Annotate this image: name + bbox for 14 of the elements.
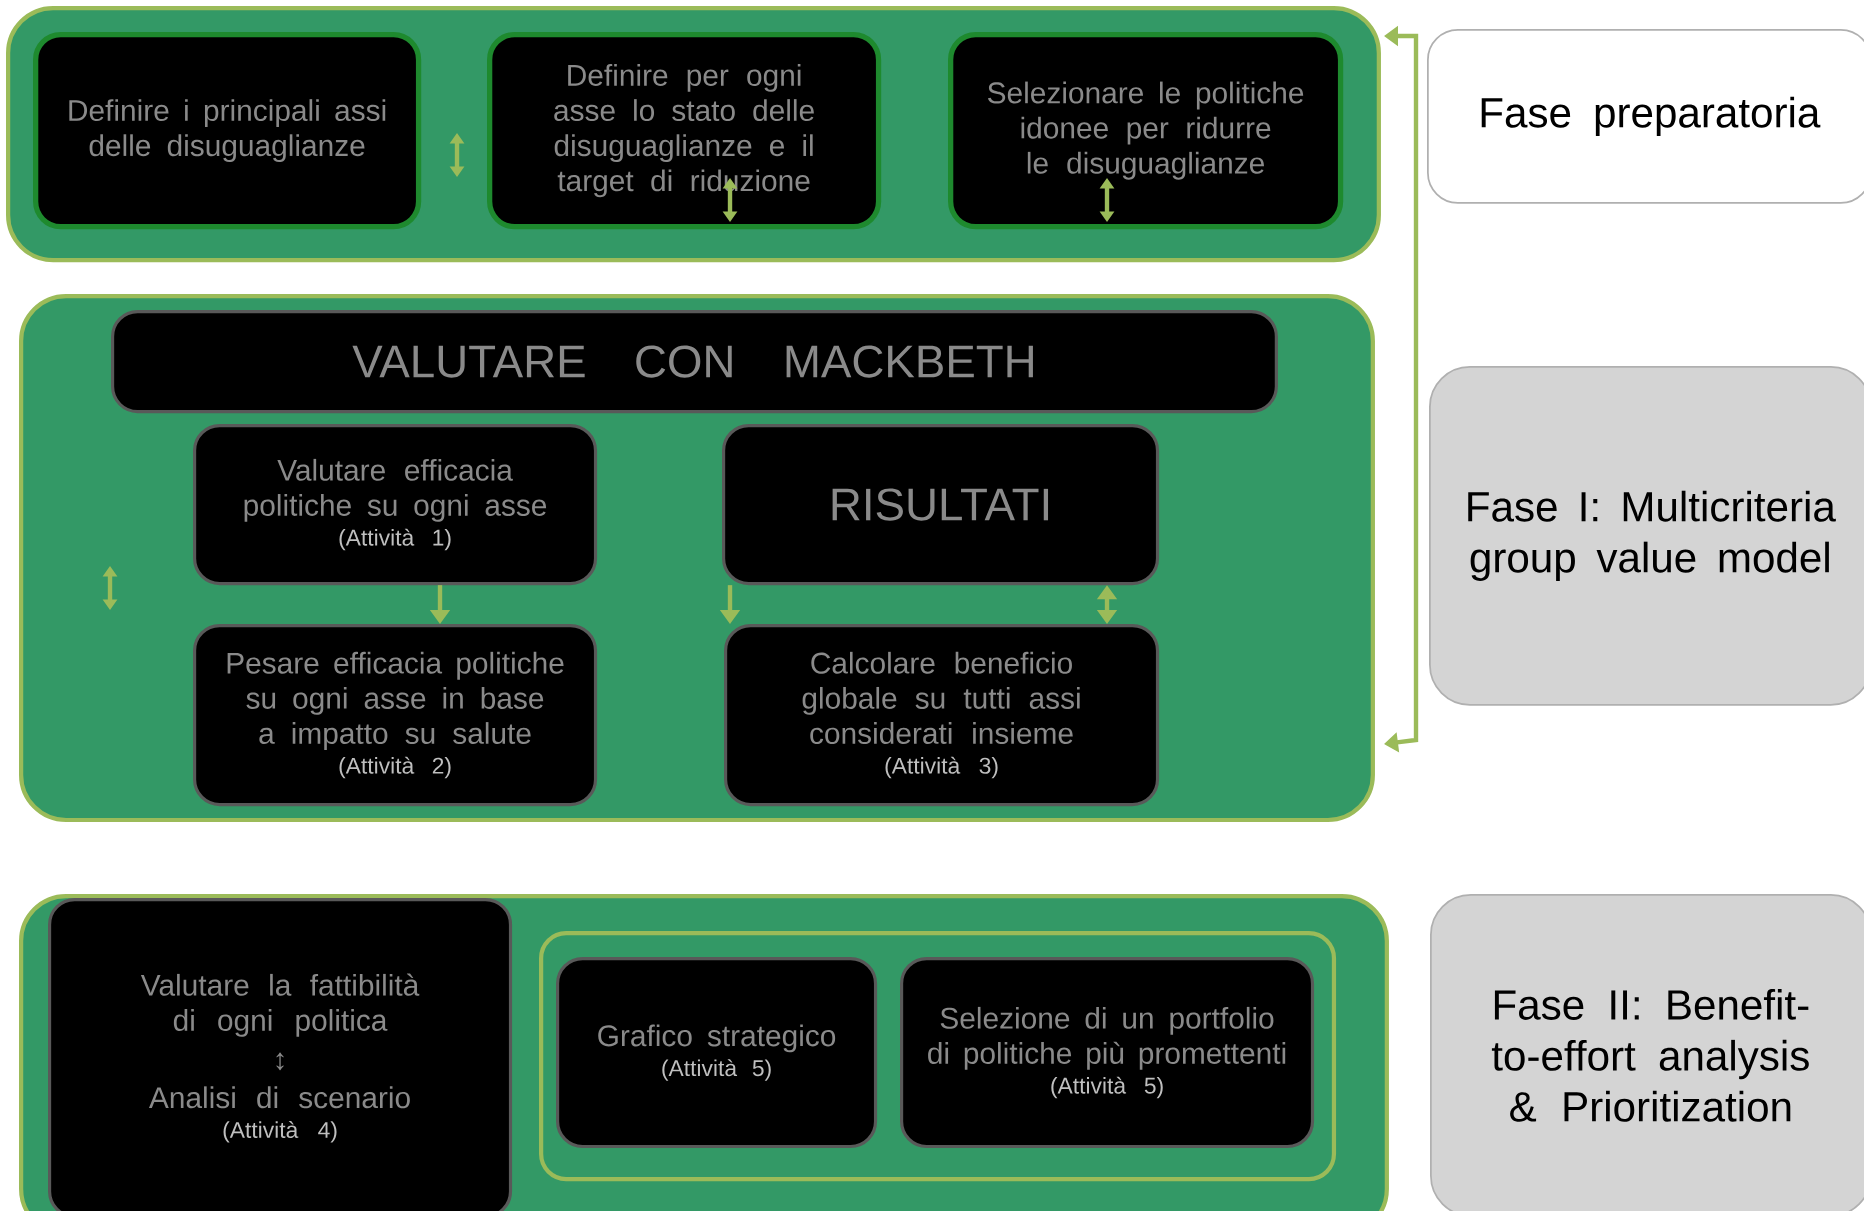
- activity-box: Valutare la fattibilità di ogni politica ↕ Analisi di scenario (Attività 4): [48, 898, 513, 1211]
- activity-box: Definire i principali assi delle disuguaglianze: [33, 32, 422, 230]
- activity-box: VALUTARE CON MACKBETH: [111, 310, 1278, 414]
- activity-box: Grafico strategico (Attività 5): [556, 957, 878, 1149]
- activity-box: Selezionare le politiche idonee per ridurre le disuguaglianze: [948, 32, 1344, 230]
- activity-box: Definire per ogni asse lo stato delle disuguaglianze e il target di riduzione: [487, 32, 882, 230]
- activity-box: RISULTATI: [722, 424, 1160, 586]
- phase-box: Fase preparatoria: [1427, 29, 1864, 204]
- activity-box: Calcolare beneficio globale su tutti assi considerati insieme (Attività 3): [724, 624, 1160, 807]
- phase-box: Fase II: Benefit-to-effort analysis & Prioritization: [1430, 894, 1864, 1211]
- activity-box: Selezione di un portfolio di politiche più promettenti (Attività 5): [900, 957, 1315, 1149]
- phase-box: Fase I: Multicriteria group value model: [1429, 366, 1864, 706]
- activity-box: Valutare efficacia politiche su ogni asse (Attività 1): [193, 424, 598, 586]
- activity-box: Pesare efficacia politiche su ogni asse in base a impatto su salute (Attività 2): [193, 624, 598, 807]
